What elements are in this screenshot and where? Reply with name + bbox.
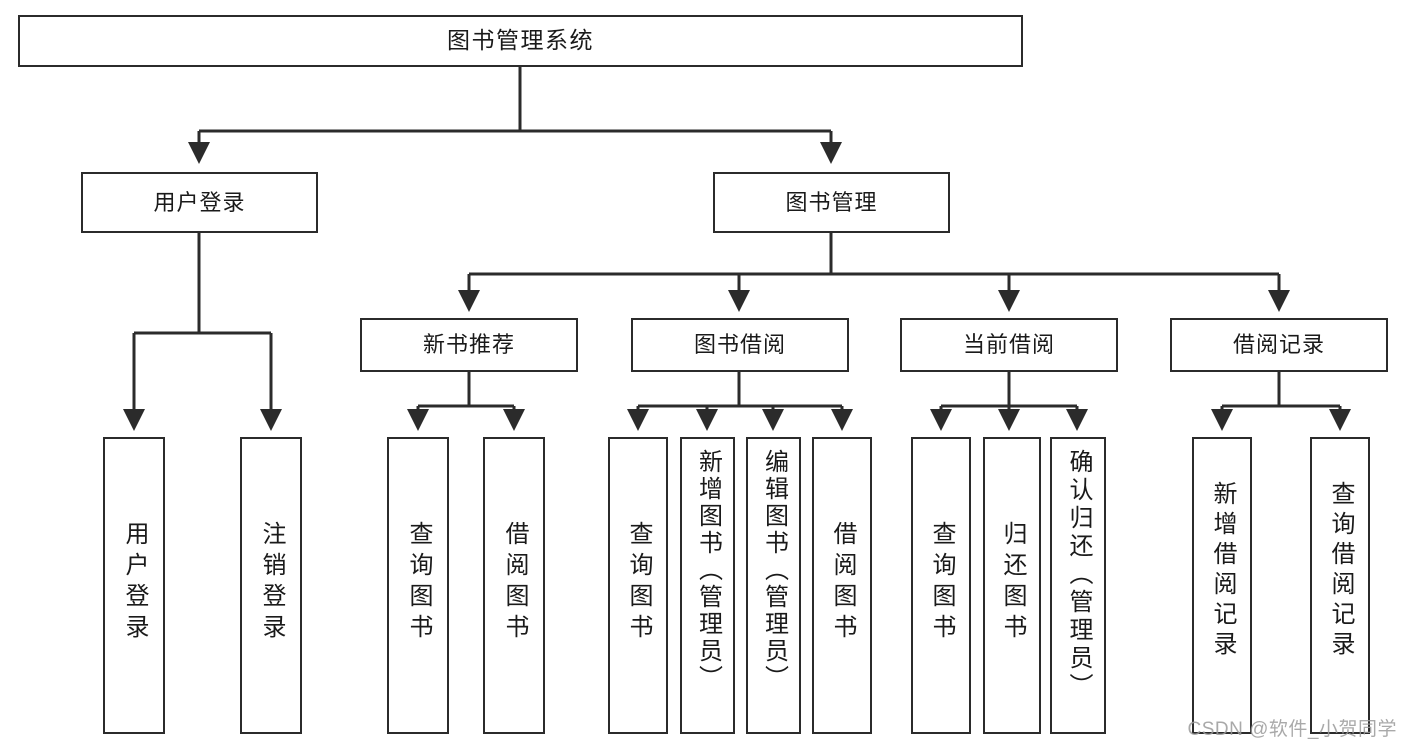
node-current-borrow[interactable]: 当前借阅 — [900, 318, 1118, 372]
node-borrow-record[interactable]: 借阅记录 — [1170, 318, 1388, 372]
node-label: 确认归还（管理员） — [1065, 449, 1092, 701]
leaf-confirm-return-admin[interactable]: 确认归还（管理员） — [1050, 437, 1106, 734]
leaf-return-book[interactable]: 归还图书 — [983, 437, 1041, 734]
leaf-add-borrow-record[interactable]: 新增借阅记录 — [1192, 437, 1252, 734]
node-label: 图书管理 — [785, 189, 878, 215]
node-label: 新增图书（管理员） — [694, 449, 722, 692]
node-book-management[interactable]: 图书管理 — [713, 172, 950, 233]
node-label: 借阅图书 — [501, 521, 528, 645]
node-label: 查询借阅记录 — [1327, 481, 1354, 661]
leaf-query-borrow-record[interactable]: 查询借阅记录 — [1310, 437, 1370, 734]
leaf-add-book-admin[interactable]: 新增图书（管理员） — [680, 437, 735, 734]
node-label: 注销登录 — [258, 521, 285, 645]
leaf-query-book-borrow[interactable]: 查询图书 — [608, 437, 668, 734]
node-root-system[interactable]: 图书管理系统 — [18, 15, 1023, 67]
watermark-text: CSDN @软件_小贺同学 — [1187, 719, 1397, 740]
node-book-borrow[interactable]: 图书借阅 — [631, 318, 849, 372]
leaf-borrow-book[interactable]: 借阅图书 — [812, 437, 872, 734]
node-label: 图书借阅 — [693, 332, 786, 358]
leaf-logout[interactable]: 注销登录 — [240, 437, 302, 734]
node-user-login[interactable]: 用户登录 — [81, 172, 318, 233]
node-label: 用户登录 — [153, 189, 246, 215]
node-label: 图书管理系统 — [447, 27, 594, 54]
node-label: 归还图书 — [999, 521, 1026, 645]
node-label: 用户登录 — [121, 521, 148, 645]
node-label: 编辑图书（管理员） — [760, 449, 788, 692]
leaf-borrow-book-recommend[interactable]: 借阅图书 — [483, 437, 545, 734]
leaf-user-login[interactable]: 用户登录 — [103, 437, 165, 734]
leaf-query-book-recommend[interactable]: 查询图书 — [387, 437, 449, 734]
node-label: 当前借阅 — [962, 332, 1055, 358]
node-new-book-recommend[interactable]: 新书推荐 — [360, 318, 578, 372]
node-label: 查询图书 — [405, 521, 432, 645]
node-label: 借阅图书 — [829, 521, 856, 645]
node-label: 查询图书 — [625, 521, 652, 645]
node-label: 借阅记录 — [1232, 332, 1325, 358]
node-label: 新书推荐 — [422, 332, 515, 358]
leaf-edit-book-admin[interactable]: 编辑图书（管理员） — [746, 437, 801, 734]
node-label: 查询图书 — [928, 521, 955, 645]
node-label: 新增借阅记录 — [1209, 481, 1236, 661]
leaf-query-book-current[interactable]: 查询图书 — [911, 437, 971, 734]
